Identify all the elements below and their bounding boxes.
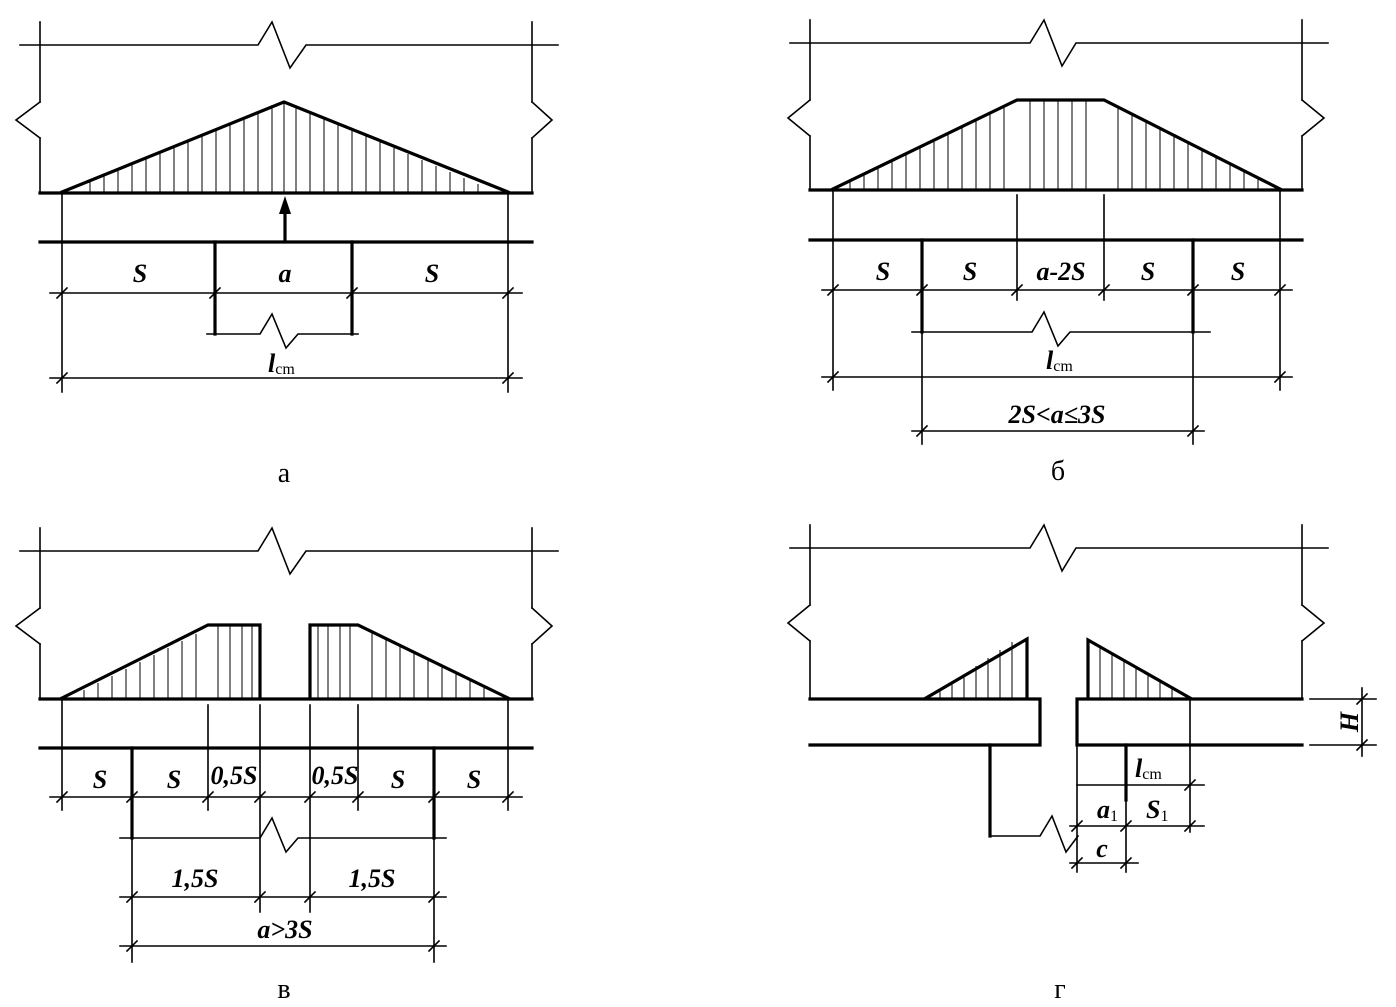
stress-diagram-left xyxy=(59,623,262,701)
dim-label-s4: S xyxy=(1231,257,1245,286)
dim-label-s2: S xyxy=(963,257,977,286)
hatching xyxy=(83,625,253,698)
stress-diagram xyxy=(59,100,511,195)
dim-label-s1: S xyxy=(93,765,107,794)
wall-outline xyxy=(786,523,1329,699)
support-wall xyxy=(988,743,1128,854)
slab xyxy=(38,697,534,913)
caption-a: а xyxy=(278,458,291,489)
dim-label-s-left: S xyxy=(133,259,147,288)
slab xyxy=(808,188,1304,391)
support-walls xyxy=(206,240,359,350)
dim-label-half1: 0,5S xyxy=(211,761,258,790)
hatching xyxy=(939,642,1013,698)
dim-label-one-half-left: 1,5S xyxy=(172,864,219,893)
dimension-lines xyxy=(49,286,523,385)
wall-outline xyxy=(786,18,1329,191)
support-walls xyxy=(911,238,1211,445)
hatching xyxy=(849,100,1259,189)
hatching xyxy=(89,102,479,192)
dimension-lines xyxy=(1069,687,1377,873)
wall-outline xyxy=(14,20,559,193)
force-arrow xyxy=(279,196,291,242)
dim-label-s1: S xyxy=(876,257,890,286)
dim-label-a-2s: a-2S xyxy=(1036,257,1085,286)
dim-label-s4: S xyxy=(467,765,481,794)
panel-b: S S a-2S S S lcm 2S<a≤3S б xyxy=(786,18,1329,487)
dimension-lines xyxy=(49,790,523,953)
dim-label-lcm: lcm xyxy=(1135,754,1162,783)
panel-a: S a S lcm а xyxy=(14,20,559,489)
slab-left xyxy=(808,697,1042,747)
dim-label-s3: S xyxy=(391,765,405,794)
dim-label-h: H xyxy=(1335,711,1364,733)
panel-v: S S 0,5S 0,5S S S 1,5S 1,5S a>3S в xyxy=(14,526,559,1005)
dim-label-condition: 2S<a≤3S xyxy=(1007,400,1105,429)
dim-label-condition: a>3S xyxy=(257,915,312,944)
wall-outline xyxy=(14,526,559,699)
support-walls xyxy=(119,746,447,963)
dimension-lines xyxy=(821,283,1293,438)
dim-label-lcm: lcm xyxy=(268,349,295,378)
caption-g: г xyxy=(1054,974,1065,1005)
stress-diagram-left xyxy=(923,636,1029,701)
stress-diagram xyxy=(830,98,1283,192)
stress-diagram-right xyxy=(308,623,511,701)
dim-label-s3: S xyxy=(1141,257,1155,286)
caption-v: в xyxy=(277,974,290,1005)
stress-diagram-right xyxy=(1086,637,1193,701)
dim-label-c: c xyxy=(1096,834,1108,863)
hatching xyxy=(317,625,485,698)
dim-label-s1: S1 xyxy=(1146,795,1168,825)
panel-g: H lcm a1 S1 c г xyxy=(786,523,1377,1005)
dim-label-a1: a1 xyxy=(1097,795,1118,825)
caption-b: б xyxy=(1051,456,1065,487)
dim-label-lcm: lcm xyxy=(1046,346,1073,375)
hatching xyxy=(1099,647,1173,698)
dim-label-a: a xyxy=(279,259,292,288)
dim-label-half2: 0,5S xyxy=(312,761,359,790)
dim-label-one-half-right: 1,5S xyxy=(349,864,396,893)
dim-label-s-right: S xyxy=(425,259,439,288)
dim-label-s2: S xyxy=(167,765,181,794)
